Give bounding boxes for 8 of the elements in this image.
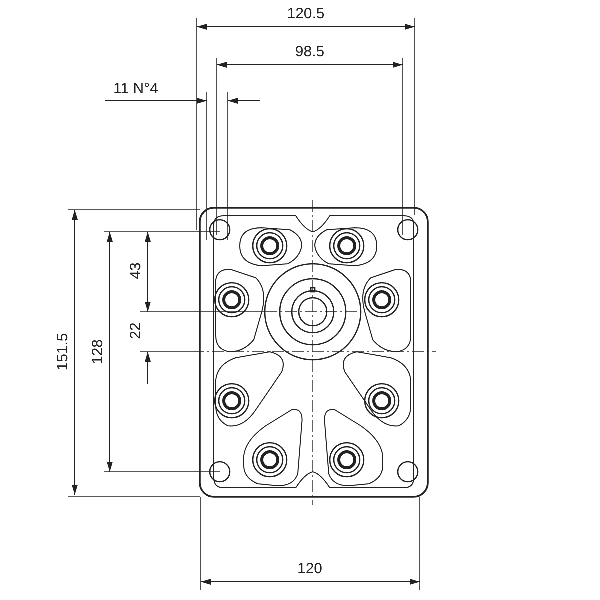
dimension-value: 151.5 bbox=[56, 333, 70, 371]
dimension-value: 120.5 bbox=[287, 6, 325, 22]
dimension-value: 98.5 bbox=[295, 44, 325, 60]
dimension-value: 120 bbox=[297, 562, 323, 576]
dimension-value: 22 bbox=[128, 322, 144, 340]
dimension-value: 128 bbox=[90, 339, 106, 365]
dimension-value: 11 N°4 bbox=[114, 82, 158, 96]
dimension-value: 43 bbox=[128, 262, 144, 280]
